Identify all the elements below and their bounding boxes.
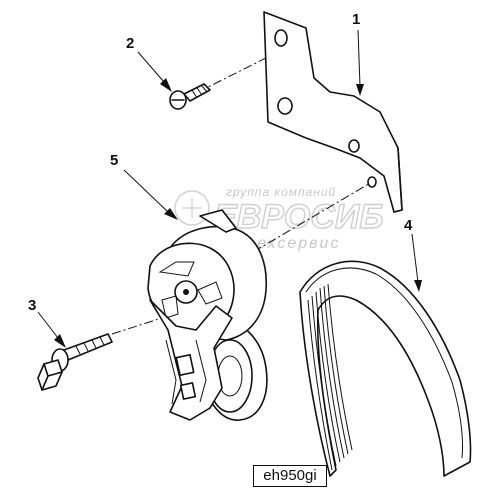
leader-1 bbox=[357, 29, 361, 87]
callout-4: 4 bbox=[404, 217, 413, 234]
belt-tensioner bbox=[147, 209, 268, 421]
watermark-main-text: ЕВРОСИБ bbox=[214, 198, 383, 236]
callout-3: 3 bbox=[28, 297, 36, 314]
leader-4 bbox=[411, 233, 419, 283]
cap-screw bbox=[169, 83, 211, 110]
leader-arrows bbox=[37, 29, 422, 348]
flange-bolt bbox=[37, 333, 113, 391]
watermark-logo: группа компаний ЕВРОСИБ техсервис bbox=[174, 185, 384, 252]
callout-2: 2 bbox=[126, 35, 134, 52]
callout-5: 5 bbox=[110, 152, 118, 169]
watermark-top-text: группа компаний bbox=[226, 185, 336, 199]
figure-code-label: eh950gi bbox=[253, 465, 327, 487]
axis-screw-to-bracket bbox=[197, 51, 279, 93]
axis-bolt-to-tensioner bbox=[111, 315, 169, 335]
leader-3 bbox=[37, 311, 59, 339]
leader-5 bbox=[123, 169, 169, 213]
mounting-bracket bbox=[263, 11, 403, 213]
bracket-hole-right bbox=[348, 139, 360, 153]
callout-1: 1 bbox=[352, 11, 360, 28]
leader-2 bbox=[137, 51, 165, 83]
watermark-sub-text: техсервис bbox=[242, 235, 340, 252]
ribbed-belt bbox=[299, 260, 472, 477]
bracket-hole-lower bbox=[367, 176, 377, 188]
bracket-hole-top bbox=[274, 29, 288, 47]
bracket-hole-middle bbox=[277, 97, 293, 115]
